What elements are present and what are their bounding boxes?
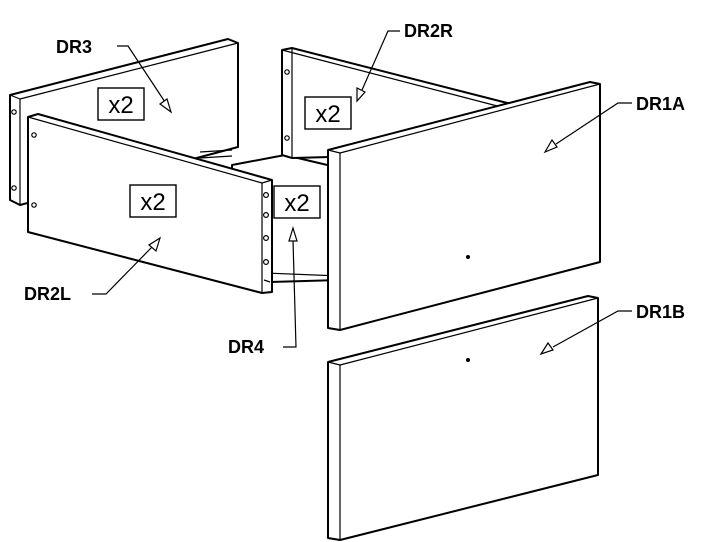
leader-dr1a (543, 102, 632, 154)
svg-text:x2: x2 (284, 190, 309, 217)
dowel-hole (263, 192, 270, 199)
leader-dr2l (92, 236, 162, 295)
dowel-hole (263, 259, 270, 266)
dowel-hole (284, 69, 290, 75)
quantity-box-dr2l: x2 (129, 184, 177, 218)
svg-text:x2: x2 (140, 189, 165, 216)
svg-text:x2: x2 (315, 101, 340, 128)
leader-dr3 (117, 45, 173, 114)
leader-dr4 (283, 225, 298, 348)
dowel-hole (284, 135, 290, 141)
dowel-hole (11, 109, 17, 115)
dowel-hole (263, 235, 270, 242)
quantity-box-dr4: x2 (273, 185, 321, 219)
label-dr2l: DR2L (24, 284, 71, 304)
dowel-hole (263, 212, 270, 219)
leader-dr2r (356, 30, 400, 103)
label-dr2r: DR2R (404, 21, 453, 41)
panel-dr1a (327, 81, 601, 331)
quantity-box-dr2r: x2 (304, 96, 352, 130)
label-dr1a: DR1A (636, 94, 685, 114)
dowel-hole (31, 202, 37, 208)
handle-hole (466, 358, 470, 362)
quantity-box-dr3: x2 (97, 87, 145, 121)
label-dr1b: DR1B (636, 302, 685, 322)
dowel-hole (11, 185, 17, 191)
svg-text:x2: x2 (108, 92, 133, 119)
label-dr4: DR4 (228, 337, 264, 357)
leader-dr1b (539, 310, 632, 356)
dowel-hole (31, 132, 37, 138)
handle-hole (466, 255, 470, 259)
panel-dr1b (327, 295, 599, 541)
label-dr3: DR3 (56, 37, 92, 57)
